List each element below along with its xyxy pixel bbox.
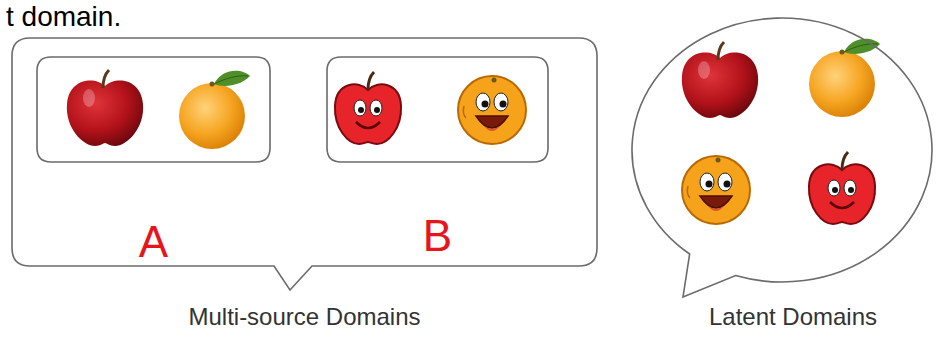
cartoon-apple	[809, 152, 875, 224]
cartoon-orange	[458, 76, 526, 144]
real-orange	[809, 39, 880, 117]
domain-box: B	[327, 57, 548, 272]
bubble-caption: Multi-source Domains	[188, 304, 420, 330]
outline-shape	[12, 38, 597, 338]
outline-shape	[628, 12, 938, 342]
real-apple	[682, 42, 758, 118]
domain-box: A	[37, 57, 270, 272]
outline-path	[12, 38, 597, 290]
outline-path	[37, 57, 270, 162]
text-slot: B	[327, 209, 548, 263]
latent-bubble: Latent Domains	[628, 12, 938, 342]
domain-letter: B	[423, 212, 452, 260]
outline-path	[632, 18, 932, 297]
domain-letter: A	[139, 218, 168, 266]
text-slot: Multi-source Domains	[12, 300, 597, 334]
outline-path	[327, 57, 548, 162]
source-bubble: Multi-source Domains A B	[12, 38, 597, 338]
cartoon-orange	[682, 156, 750, 224]
real-apple	[67, 70, 143, 146]
heading-fragment: t domain.	[6, 2, 121, 33]
cartoon-apple	[335, 72, 401, 144]
bubble-caption: Latent Domains	[709, 304, 877, 330]
text-slot: A	[37, 215, 270, 269]
text-slot: Latent Domains	[668, 300, 918, 334]
real-orange	[179, 71, 250, 149]
